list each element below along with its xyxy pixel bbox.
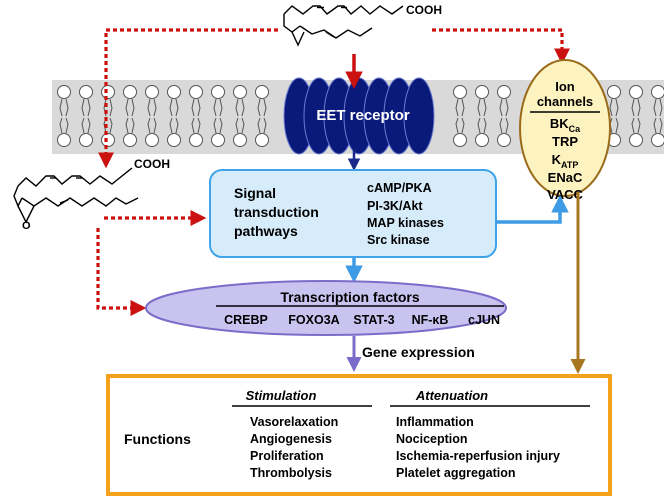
arrow-signal-to-ion xyxy=(496,195,569,224)
ion-channels-title-2: channels xyxy=(537,94,593,109)
signal-pathway-item: MAP kinases xyxy=(367,216,444,230)
ion-channel-item: BKCa xyxy=(550,116,581,134)
signal-title-line: Signal xyxy=(234,185,276,201)
stimulation-list: VasorelaxationAngiogenesisProliferationT… xyxy=(250,415,338,480)
phospholipid xyxy=(497,85,511,147)
left-cooh-label: COOH xyxy=(134,157,170,171)
stimulation-heading: Stimulation xyxy=(246,388,317,403)
attenuation-heading: Attenuation xyxy=(415,388,488,403)
ion-channel-item: TRP xyxy=(552,134,578,149)
gene-expression-label: Gene expression xyxy=(362,344,475,360)
signal-pathway-item: cAMP/PKA xyxy=(367,181,432,195)
ion-channels-title-1: Ion xyxy=(555,79,575,94)
signal-pathway-item: PI-3K/Akt xyxy=(367,199,423,213)
phospholipid xyxy=(607,85,621,147)
transcription-factor-item: FOXO3A xyxy=(288,313,339,327)
attenuation-item: Inflammation xyxy=(396,415,474,429)
signal-title-line: transduction xyxy=(234,204,319,220)
stimulation-item: Vasorelaxation xyxy=(250,415,338,429)
dotted-arrow-top-right-to-ion xyxy=(432,28,570,65)
top-cooh-label: COOH xyxy=(406,3,442,17)
stimulation-item: Proliferation xyxy=(250,449,324,463)
phospholipid xyxy=(79,85,93,147)
phospholipid xyxy=(255,85,269,147)
functions-box xyxy=(106,374,612,496)
phospholipid xyxy=(57,85,71,147)
phospholipid xyxy=(189,85,203,147)
transcription-factor-item: CREBP xyxy=(224,313,268,327)
functions-label: Functions xyxy=(124,431,191,447)
phospholipid xyxy=(629,85,643,147)
phospholipid xyxy=(233,85,247,147)
eet-molecule-left xyxy=(13,167,139,224)
signal-title: Signal transduction pathways xyxy=(234,185,319,239)
transcription-factor-item: cJUN xyxy=(468,313,500,327)
ion-channel-item: KATP xyxy=(552,152,579,170)
transcription-title: Transcription factors xyxy=(280,289,419,305)
attenuation-item: Ischemia-reperfusion injury xyxy=(396,449,560,463)
phospholipid xyxy=(101,85,115,147)
phospholipid xyxy=(453,85,467,147)
phospholipid xyxy=(211,85,225,147)
signal-title-line: pathways xyxy=(234,223,298,239)
transcription-factors-ellipse xyxy=(145,280,507,336)
transcription-factor-list: CREBP FOXO3A STAT-3 NF-κB cJUN xyxy=(224,313,500,327)
phospholipid xyxy=(475,85,489,147)
dotted-arrow-top-left-down xyxy=(98,28,278,169)
stimulation-item: Angiogenesis xyxy=(250,432,332,446)
stimulation-item: Thrombolysis xyxy=(250,466,332,480)
phospholipid xyxy=(651,85,664,147)
dotted-arrow-left-to-tf xyxy=(96,228,147,316)
phospholipid xyxy=(167,85,181,147)
signal-pathway-item: Src kinase xyxy=(367,233,430,247)
receptor-helix xyxy=(403,77,435,155)
transcription-factor-item: STAT-3 xyxy=(353,313,394,327)
attenuation-list: InflammationNociceptionIschemia-reperfus… xyxy=(396,415,560,480)
eet-molecule-top xyxy=(283,5,404,47)
lipid-bilayer xyxy=(57,85,664,147)
ion-channel-item: ENaC xyxy=(548,170,583,185)
eet-receptor-label: EET receptor xyxy=(316,107,410,124)
attenuation-item: Platelet aggregation xyxy=(396,466,515,480)
left-epoxide-o: O xyxy=(22,220,31,232)
attenuation-item: Nociception xyxy=(396,432,468,446)
phospholipid xyxy=(145,85,159,147)
signal-transduction-box xyxy=(209,169,497,258)
transcription-factor-item: NF-κB xyxy=(412,313,449,327)
eet-receptor xyxy=(283,77,435,155)
phospholipid xyxy=(123,85,137,147)
